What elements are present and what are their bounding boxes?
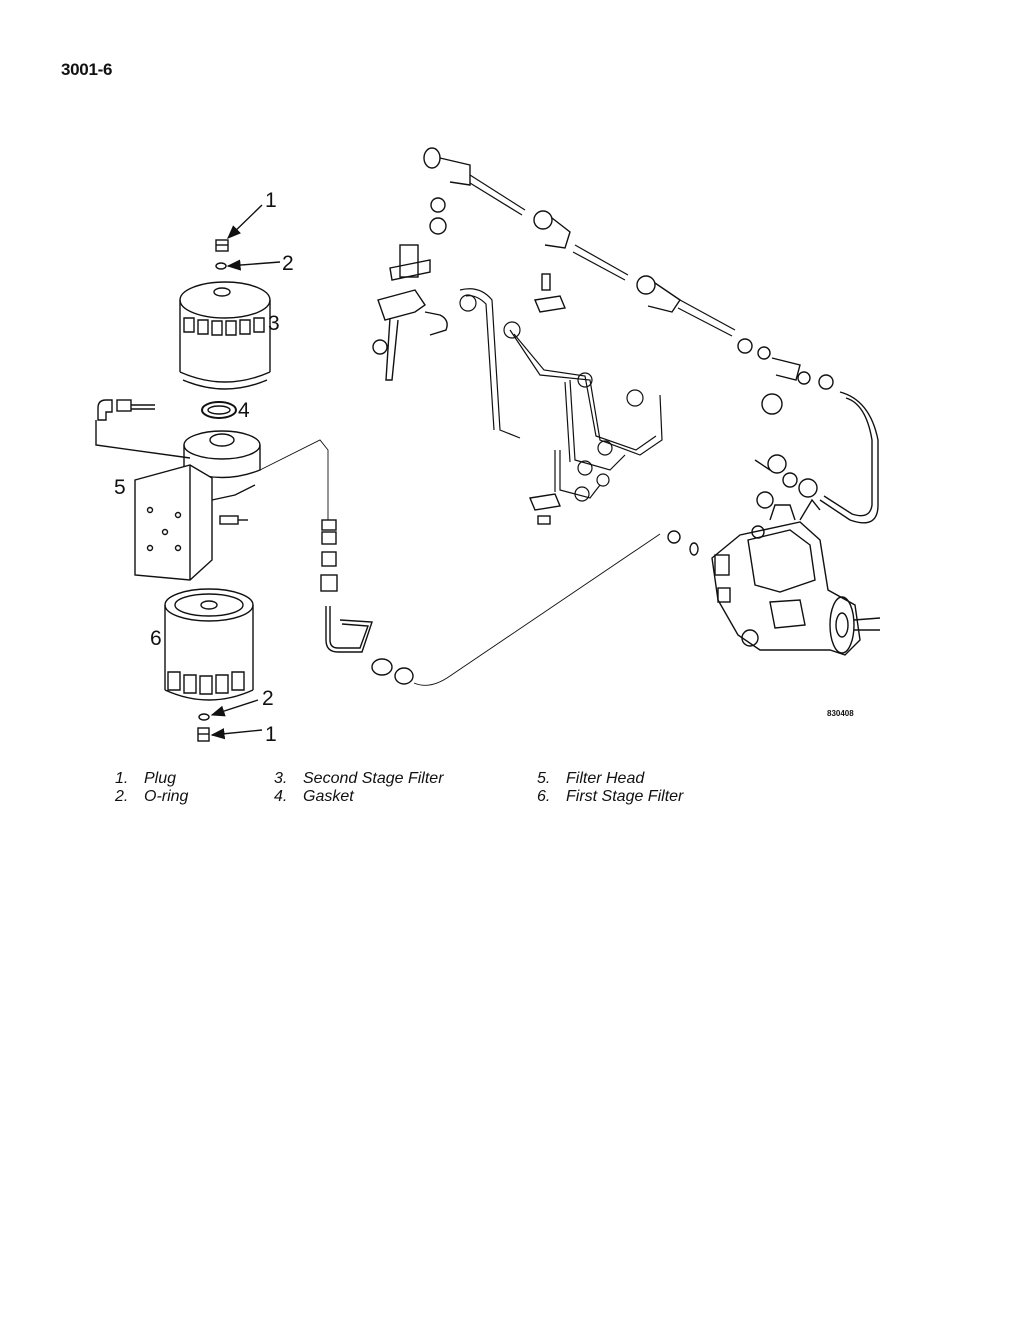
plug-top bbox=[215, 239, 229, 252]
callout-2-top: 2 bbox=[282, 252, 294, 275]
legend-item: 4.Gasket bbox=[274, 788, 354, 805]
filter-head bbox=[134, 430, 261, 581]
callout-3: 3 bbox=[268, 312, 280, 335]
return-line-fittings bbox=[423, 147, 879, 524]
leader-1-top bbox=[226, 204, 263, 239]
leader-2-bottom bbox=[210, 699, 259, 717]
elbow-fitting bbox=[95, 399, 191, 459]
legend-item: 5.Filter Head bbox=[537, 770, 645, 787]
legend-item: 2.O-ring bbox=[115, 788, 189, 805]
center-fittings bbox=[320, 519, 661, 686]
callout-6: 6 bbox=[150, 627, 162, 650]
legend-col-3: 5.Filter Head 6.First Stage Filter bbox=[537, 770, 683, 806]
line-clamps bbox=[529, 273, 566, 525]
injector bbox=[372, 244, 448, 381]
callout-1-bottom: 1 bbox=[265, 723, 277, 746]
second-stage-filter bbox=[179, 281, 271, 390]
legend-col-2: 3.Second Stage Filter 4.Gasket bbox=[274, 770, 444, 806]
legend-col-1: 1.Plug 2.O-ring bbox=[115, 770, 188, 806]
o-ring-top bbox=[215, 262, 227, 270]
leader-1-bottom bbox=[210, 728, 263, 740]
gasket bbox=[201, 401, 237, 419]
o-ring-bottom bbox=[198, 713, 210, 721]
legend-item: 1.Plug bbox=[115, 770, 177, 787]
injection-lines bbox=[459, 288, 663, 502]
callout-2-bottom: 2 bbox=[262, 687, 274, 710]
first-stage-filter bbox=[164, 588, 254, 701]
figure-id: 830408 bbox=[827, 709, 854, 718]
page-number: 3001-6 bbox=[61, 60, 113, 79]
callout-1-top: 1 bbox=[265, 189, 277, 212]
leader-2-top bbox=[226, 259, 281, 271]
injection-pump bbox=[667, 454, 881, 656]
callout-4: 4 bbox=[238, 399, 250, 422]
plug-bottom bbox=[197, 727, 210, 742]
callout-5: 5 bbox=[114, 476, 126, 499]
legend-item: 6.First Stage Filter bbox=[537, 788, 684, 805]
legend-item: 3.Second Stage Filter bbox=[274, 770, 444, 787]
